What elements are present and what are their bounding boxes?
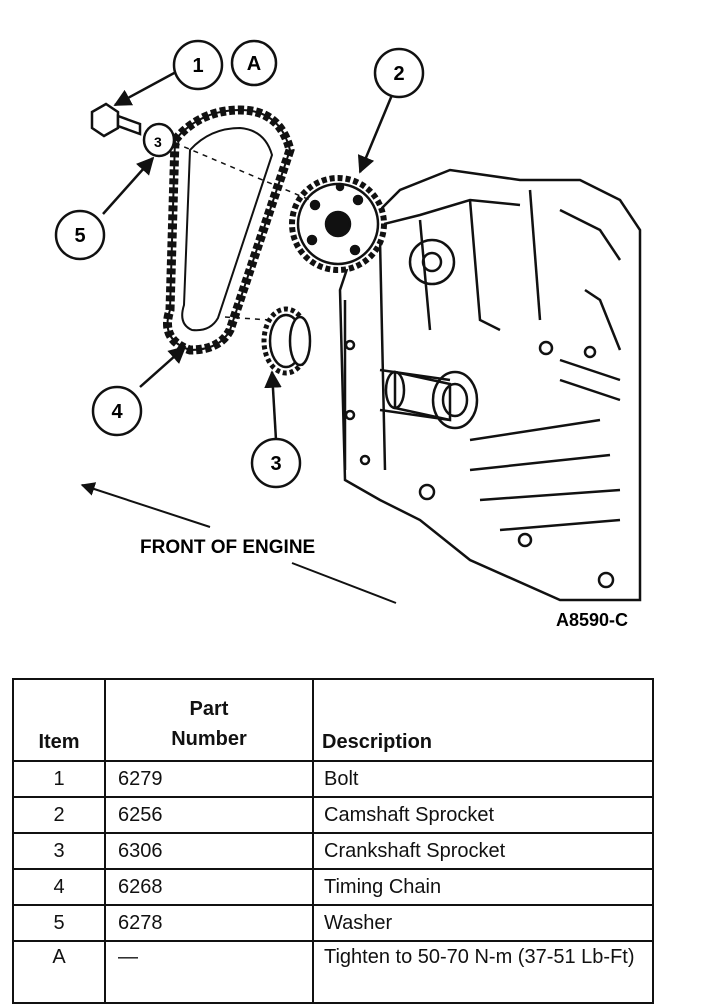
- leader-lines: [102, 70, 394, 441]
- timing-chain-drawing: [163, 105, 295, 355]
- table-row: A — Tighten to 50-70 N-m (37-51 Lb-Ft): [12, 940, 654, 1004]
- row-description: Crankshaft Sprocket: [312, 832, 654, 870]
- callout-a: A: [230, 39, 278, 87]
- callout-4: 4: [91, 385, 143, 437]
- table-row: 3 6306 Crankshaft Sprocket: [12, 832, 654, 870]
- table-row: 5 6278 Washer: [12, 904, 654, 942]
- washer-drawing: 3: [142, 122, 176, 158]
- row-item: 5: [12, 904, 106, 942]
- camshaft-sprocket-drawing: [289, 175, 387, 273]
- row-description: Camshaft Sprocket: [312, 796, 654, 834]
- row-part-number: —: [104, 940, 314, 1004]
- alignment-lines: [174, 142, 311, 321]
- header-part-number: Part Number: [104, 678, 314, 762]
- callout-1: 1: [172, 39, 224, 91]
- front-of-engine-indicator: FRONT OF ENGINE: [80, 482, 397, 604]
- callout-4-label: 4: [111, 401, 123, 423]
- row-part-number: 6268: [104, 868, 314, 906]
- washer-mark: 3: [154, 134, 162, 150]
- row-part-number: 6256: [104, 796, 314, 834]
- row-item: 3: [12, 832, 106, 870]
- header-item: Item: [12, 678, 106, 762]
- callout-5-label: 5: [74, 225, 85, 247]
- front-arrow: [80, 482, 211, 528]
- figure-id: A8590-C: [556, 610, 628, 630]
- header-part-line1: Part: [189, 698, 229, 720]
- row-part-number: 6306: [104, 832, 314, 870]
- crankshaft-sprocket-drawing: [261, 306, 312, 376]
- table-row: 1 6279 Bolt: [12, 760, 654, 798]
- row-description: Timing Chain: [312, 868, 654, 906]
- row-description: Washer: [312, 904, 654, 942]
- callout-a-label: A: [247, 53, 261, 75]
- row-item: 4: [12, 868, 106, 906]
- crankshaft-nose-drawing: [384, 370, 452, 422]
- header-part-line2: Number: [171, 728, 247, 750]
- table-row: 4 6268 Timing Chain: [12, 868, 654, 906]
- row-description: Tighten to 50-70 N-m (37-51 Lb-Ft): [312, 940, 654, 1004]
- row-description: Bolt: [312, 760, 654, 798]
- timing-chain-diagram: 3 1 A 2 5 4 3 FRONT OF ENGINE: [54, 39, 642, 630]
- bolt-drawing: [90, 102, 142, 138]
- callout-5: 5: [54, 209, 106, 261]
- parts-table: Item Part Number Description 1 6279 Bolt…: [12, 678, 654, 1004]
- row-part-number: 6279: [104, 760, 314, 798]
- row-part-number: 6278: [104, 904, 314, 942]
- callout-2: 2: [373, 47, 425, 99]
- front-of-engine-label: FRONT OF ENGINE: [140, 537, 315, 558]
- table-row: 2 6256 Camshaft Sprocket: [12, 796, 654, 834]
- callout-3-label: 3: [270, 453, 281, 475]
- callout-3: 3: [250, 437, 302, 489]
- header-description: Description: [312, 678, 654, 762]
- row-item: 1: [12, 760, 106, 798]
- front-arrow-tail: [291, 562, 397, 604]
- row-item: A: [12, 940, 106, 1004]
- callout-1-label: 1: [192, 55, 203, 77]
- row-item: 2: [12, 796, 106, 834]
- table-header-row: Item Part Number Description: [12, 678, 654, 762]
- callout-2-label: 2: [393, 63, 404, 85]
